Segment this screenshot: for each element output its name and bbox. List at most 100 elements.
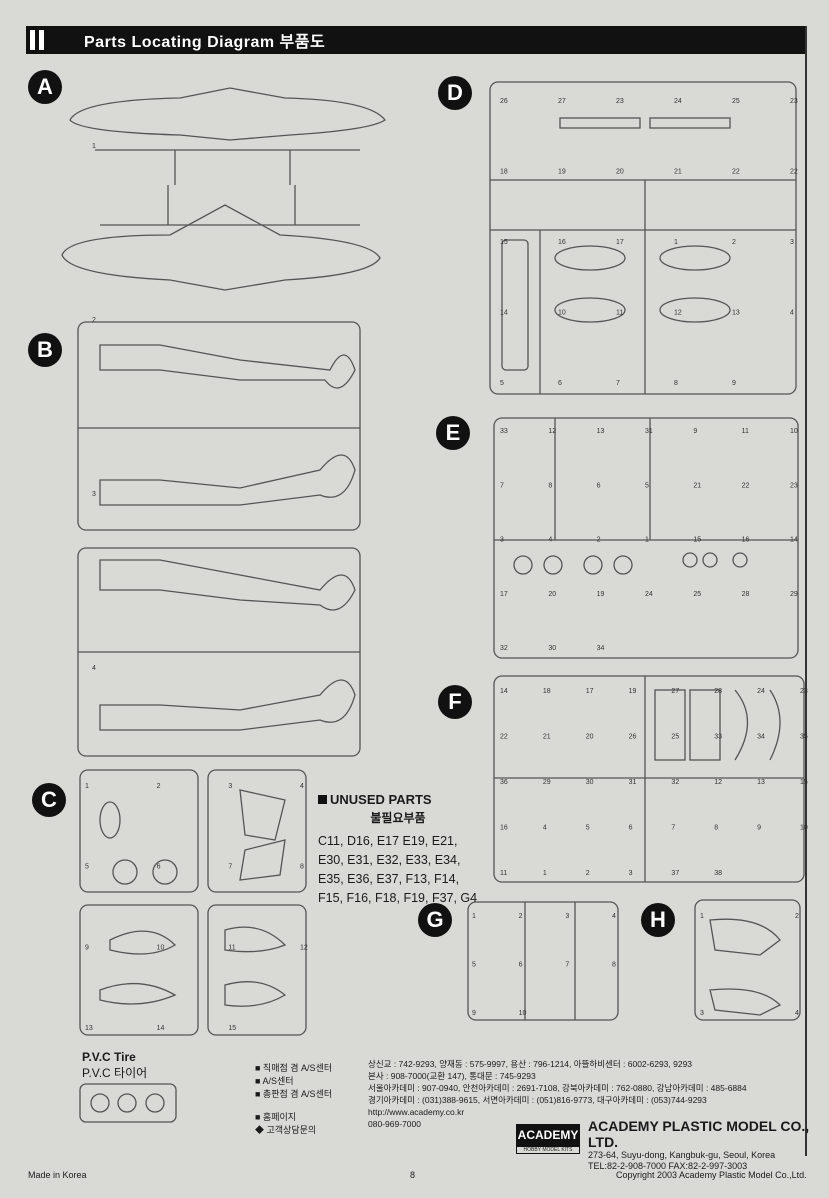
- part-number-d-3: 3: [790, 239, 794, 246]
- section-letter-h: H: [641, 903, 675, 937]
- part-number-e-31: 31: [645, 428, 653, 435]
- part-number-f-7: 7: [671, 825, 675, 832]
- legend-line-2: ■ A/S센터: [255, 1076, 294, 1086]
- part-number-f-25: 25: [671, 734, 679, 741]
- brand-logo-text: ACADEMY: [516, 1124, 580, 1146]
- part-number-e-25: 25: [693, 591, 701, 598]
- part-number-c-15: 15: [228, 1025, 236, 1032]
- contact-line-4: 경기아카데미 : (031)388-9615, 서면아카데미 : (051)81…: [368, 1095, 707, 1105]
- part-number-d-12: 12: [674, 310, 682, 317]
- section-letter-d: D: [438, 76, 472, 110]
- sprue-h-frame: [694, 899, 801, 1021]
- part-number-f-29: 29: [543, 779, 551, 786]
- sprue-a-wing-upper: [69, 87, 386, 185]
- part-number-d-16: 16: [558, 239, 566, 246]
- part-number-c-14: 14: [157, 1025, 165, 1032]
- part-number-d-21: 21: [674, 169, 682, 176]
- legend-line-1: ■ 직매점 겸 A/S센터: [255, 1063, 333, 1073]
- part-number-f-3: 3: [629, 870, 633, 877]
- part-number-f-20: 20: [586, 734, 594, 741]
- part-number-e-30: 30: [548, 645, 556, 652]
- part-number-g-4: 4: [612, 913, 616, 920]
- sprue-e-frame: [493, 417, 799, 659]
- sprue-f-frame: [493, 675, 805, 883]
- part-number-d-7: 7: [616, 380, 620, 387]
- part-number-c-3: 3: [228, 783, 232, 790]
- part-number-c-10: 10: [157, 944, 165, 951]
- contact-line-3: 서울아카데미 : 907-0940, 안천아카데미 : 2691-7108, 강…: [368, 1083, 747, 1093]
- sprue-a-wing-lower: [61, 185, 381, 291]
- part-number-c-8: 8: [300, 864, 304, 871]
- part-number-d-19: 19: [558, 169, 566, 176]
- part-number-f-28: 28: [714, 688, 722, 695]
- part-number-e-20: 20: [548, 591, 556, 598]
- part-number-f-22: 22: [500, 734, 508, 741]
- section-letter-g: G: [418, 903, 452, 937]
- part-number-c-12: 12: [300, 944, 308, 951]
- part-number-c-1: 1: [85, 783, 89, 790]
- company-block: ACADEMY PLASTIC MODEL CO., LTD. 273-64, …: [588, 1118, 829, 1172]
- part-number-d-20: 20: [616, 169, 624, 176]
- footer-copyright: Copyright 2003 Academy Plastic Model Co.…: [616, 1170, 807, 1180]
- part-number-c-13: 13: [85, 1025, 93, 1032]
- part-number-e-19: 19: [597, 591, 605, 598]
- part-number-d-8: 8: [674, 380, 678, 387]
- part-number-e-15: 15: [693, 537, 701, 544]
- part-number-f-37: 37: [671, 870, 679, 877]
- part-number-f-16: 16: [500, 825, 508, 832]
- title-bars-decoration: [30, 30, 44, 50]
- section-letter-a: A: [28, 70, 62, 104]
- part-number-d-25: 25: [732, 98, 740, 105]
- part-number-e-11: 11: [742, 428, 749, 435]
- sprue-b-boom-2: [99, 454, 356, 506]
- part-number-d-26: 26: [500, 98, 508, 105]
- part-number-ab-2: 2: [92, 317, 96, 324]
- part-number-d-9: 9: [732, 380, 736, 387]
- section-letter-e: E: [436, 416, 470, 450]
- part-number-e-2: 2: [597, 537, 601, 544]
- title-bar: Parts Locating Diagram 부품도: [26, 26, 806, 54]
- legend-line-4: ■ 홈페이지: [255, 1112, 297, 1122]
- part-number-c-7: 7: [228, 864, 232, 871]
- part-number-g-9: 9: [472, 1010, 476, 1017]
- part-number-e-23: 23: [790, 482, 798, 489]
- footer-made-in: Made in Korea: [28, 1170, 87, 1180]
- sprue-c-frame-2: [207, 769, 307, 893]
- part-number-f-32: 32: [671, 779, 679, 786]
- contact-line-1: 상신교 : 742-9293, 양재동 : 575-9997, 용산 : 796…: [368, 1059, 693, 1069]
- part-number-f-8: 8: [714, 825, 718, 832]
- store-legend: ■ 직매점 겸 A/S센터 ■ A/S센터 ■ 총판점 겸 A/S센터 ■ 홈페…: [255, 1062, 332, 1137]
- part-number-e-33: 33: [500, 428, 508, 435]
- part-number-e-22: 22: [742, 482, 750, 489]
- sprue-b-boom-4: [99, 679, 356, 731]
- part-number-d-22: 22: [732, 169, 740, 176]
- part-number-e-24: 24: [645, 591, 653, 598]
- part-number-g-3: 3: [565, 913, 569, 920]
- pvc-tire-frame: [79, 1083, 177, 1123]
- part-number-e-5: 5: [645, 482, 649, 489]
- section-letter-f: F: [438, 685, 472, 719]
- part-number-e-34: 34: [597, 645, 605, 652]
- company-tel-fax: TEL:82-2-908-7000 FAX:82-2-997-3003: [588, 1161, 748, 1171]
- pvc-tire-title-kr: P.V.C 타이어: [82, 1066, 148, 1080]
- contact-list: 상신교 : 742-9293, 양재동 : 575-9997, 용산 : 796…: [368, 1058, 808, 1130]
- part-number-e-14: 14: [790, 537, 798, 544]
- contact-phone: 080-969-7000: [368, 1119, 421, 1129]
- unused-parts-heading-kr: 불필요부품: [370, 811, 426, 825]
- part-number-ab-1: 1: [92, 143, 96, 150]
- right-border-rule: [805, 26, 807, 1156]
- part-number-f-33: 33: [714, 734, 722, 741]
- part-number-f-19: 19: [629, 688, 637, 695]
- part-number-d-5: 5: [500, 380, 504, 387]
- part-number-ab-3: 3: [92, 491, 96, 498]
- part-number-f-34: 34: [757, 734, 765, 741]
- contact-website[interactable]: http://www.academy.co.kr: [368, 1107, 465, 1117]
- part-number-g-2: 2: [519, 913, 523, 920]
- part-number-d-13: 13: [732, 310, 740, 317]
- part-number-e-6: 6: [597, 482, 601, 489]
- part-number-d-2: 2: [732, 239, 736, 246]
- part-number-f-27: 27: [671, 688, 679, 695]
- part-number-f-17: 17: [586, 688, 594, 695]
- part-number-d-11: 11: [616, 310, 623, 317]
